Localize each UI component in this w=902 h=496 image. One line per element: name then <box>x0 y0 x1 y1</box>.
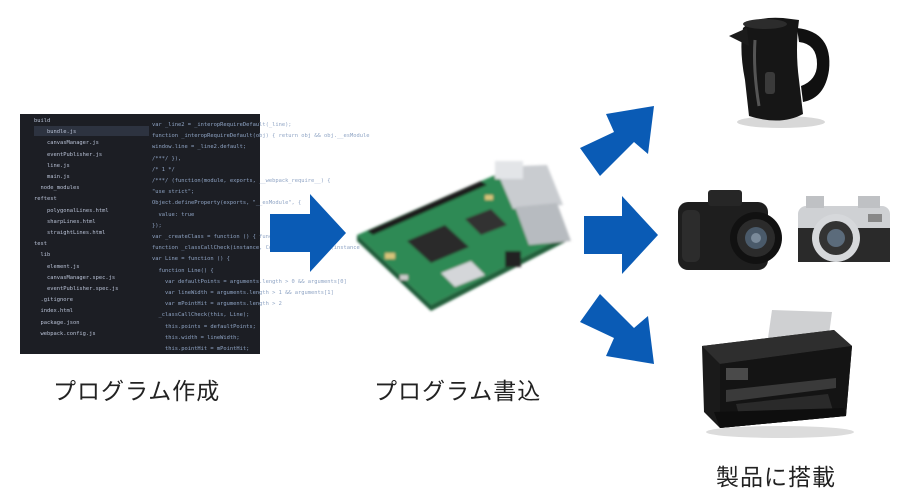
code-line: window.line = _line2.default; <box>152 144 247 151</box>
file-tree-item: reftest <box>34 196 57 203</box>
raspberry-pi-board-photo <box>357 161 571 311</box>
arrow-right-icon <box>270 194 346 272</box>
code-line: this.width = lineWidth; <box>152 334 240 341</box>
file-tree-item: index.html <box>34 308 73 315</box>
file-tree-item: build <box>34 118 51 124</box>
code-line: /***/ }), <box>152 155 182 162</box>
file-tree-item: lib <box>34 252 51 259</box>
code-line: function _interopRequireDefault(obj) { r… <box>152 133 370 140</box>
code-line: var mPointHit = arguments.length > 2 <box>152 301 282 308</box>
file-tree-item: line.js <box>34 162 70 169</box>
file-tree-item: straightLines.html <box>34 230 106 237</box>
file-tree-item: webpack.config.js <box>34 330 96 337</box>
caption-install-in-product: 製品に搭載 <box>716 465 836 491</box>
code-line: /* 1 */ <box>152 166 175 173</box>
file-tree-item: canvasManager.js <box>34 140 99 147</box>
file-tree-item: bundle.js <box>34 129 77 136</box>
code-line: var Line = function () { <box>152 256 230 263</box>
file-tree-item: test <box>34 241 47 248</box>
file-tree-item: sharpLines.html <box>34 218 96 225</box>
file-tree-item: eventPublisher.spec.js <box>34 286 119 293</box>
code-line: var lineWidth = arguments.length > 1 && … <box>152 290 334 297</box>
cameras-photo <box>678 190 890 270</box>
file-tree-item: node_modules <box>34 185 80 192</box>
file-tree-item: eventPublisher.js <box>34 151 103 158</box>
file-tree-item: .gitignore <box>34 297 73 304</box>
code-line: "use strict"; <box>152 189 195 196</box>
file-tree: build bundle.js canvasManager.js eventPu… <box>34 116 118 340</box>
code-line: var defaultPoints = arguments.length > 0… <box>152 278 347 285</box>
caption-create-program: プログラム作成 <box>53 379 221 405</box>
code-line: this.points = defaultPoints; <box>152 323 256 330</box>
code-line: }); <box>152 222 162 229</box>
code-line: Object.defineProperty(exports, "__esModu… <box>152 200 302 207</box>
code-line: /***/ (function(module, exports, __webpa… <box>152 178 331 185</box>
code-line: function Line() { <box>152 267 214 274</box>
code-line: value: true <box>152 211 195 218</box>
file-tree-item: canvasManager.spec.js <box>34 274 116 281</box>
arrow-right-icon <box>584 196 658 274</box>
code-line: var _line2 = _interopRequireDefault(_lin… <box>152 122 292 128</box>
selected-file-highlight <box>34 126 149 136</box>
file-tree-item: main.js <box>34 174 70 181</box>
code-editor-image: build bundle.js canvasManager.js eventPu… <box>20 114 369 354</box>
electric-kettle-photo <box>729 17 830 128</box>
code-line: this.pointHit = mPointHit; <box>152 346 250 353</box>
printer-photo <box>702 310 854 438</box>
file-tree-item: element.js <box>34 263 80 270</box>
code-line: _classCallCheck(this, Line); <box>152 312 250 319</box>
arrow-up-right-icon <box>580 106 654 176</box>
arrow-down-right-icon <box>580 294 654 364</box>
file-tree-item: package.json <box>34 319 80 326</box>
caption-write-program: プログラム書込 <box>374 379 542 405</box>
file-tree-item: polygonalLines.html <box>34 207 109 214</box>
